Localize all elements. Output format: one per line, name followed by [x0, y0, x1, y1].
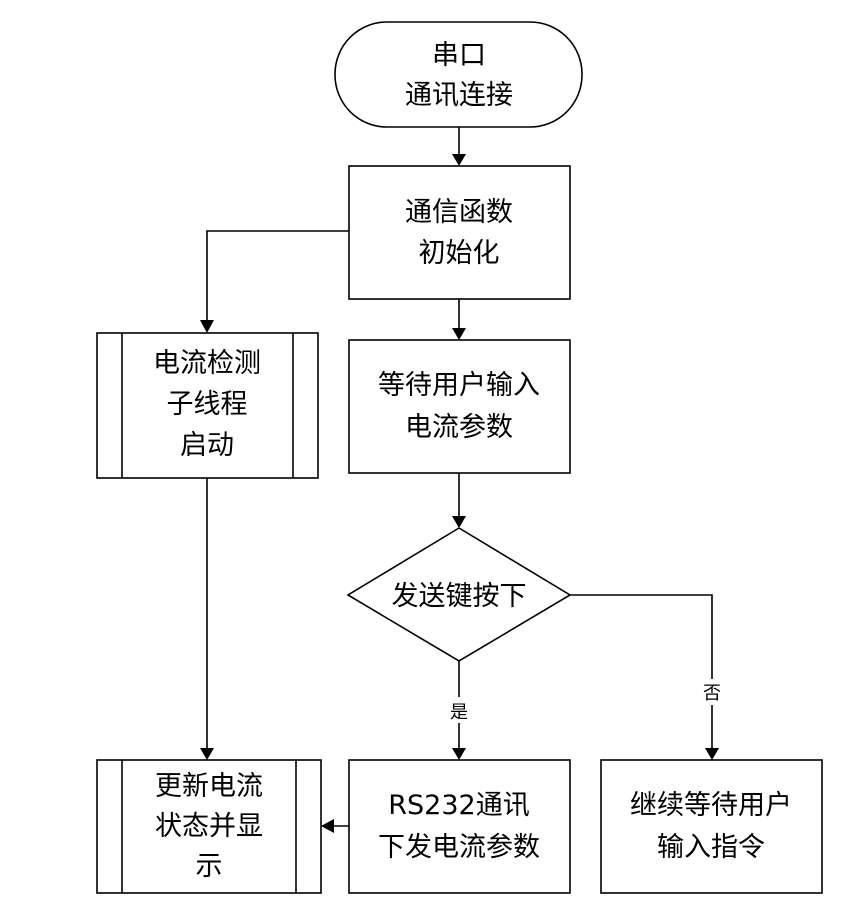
node-continue-wait-line-1: 继续等待用户: [630, 790, 792, 821]
node-continue-wait: 继续等待用户 输入指令: [600, 759, 823, 894]
node-start-line-1: 串口: [432, 40, 486, 71]
node-detect-thread-line-3: 启动: [180, 430, 234, 461]
process-shape: [348, 339, 571, 474]
arrowhead-update-display: [200, 748, 214, 760]
edge-label-no: 否: [703, 683, 721, 704]
node-update-display: 更新电流 状态并显 示: [96, 759, 322, 894]
node-detect-thread-line-1: 电流检测: [153, 348, 261, 379]
node-start-line-2: 通讯连接: [405, 80, 513, 111]
node-init-line-1: 通信函数: [405, 197, 513, 228]
node-rs232-send-line-1: RS232通讯: [388, 790, 529, 821]
decision-shape: [346, 527, 572, 662]
node-update-display-line-2: 状态并显: [155, 811, 263, 842]
node-update-display-line-3: 示: [196, 851, 223, 882]
node-detect-thread-line-2: 子线程: [167, 389, 248, 420]
node-rs232-send-line-2: 下发电流参数: [378, 832, 540, 863]
edge-init-to-detect-thread: [206, 230, 349, 322]
edges: [200, 127, 719, 833]
edge-label-no-bg: [701, 679, 723, 705]
process-shape: [348, 165, 571, 300]
node-send-key: 发送键按下: [346, 527, 572, 662]
node-send-key-line-1: 发送键按下: [392, 581, 527, 612]
node-rs232-send: RS232通讯 下发电流参数: [348, 759, 571, 894]
node-continue-wait-line-2: 输入指令: [657, 832, 765, 863]
node-wait-input-line-2: 电流参数: [405, 412, 513, 443]
terminator-shape: [334, 21, 583, 128]
process-shape: [600, 759, 823, 894]
node-update-display-line-1: 更新电流: [155, 771, 263, 802]
node-init: 通信函数 初始化: [348, 165, 571, 300]
edge-label-yes-bg: [448, 697, 470, 723]
node-start: 串口 通讯连接: [334, 21, 583, 128]
arrowhead-rs232-send: [452, 748, 466, 760]
node-wait-input-line-1: 等待用户输入: [378, 370, 540, 401]
arrowhead-continue-wait: [705, 748, 719, 760]
arrowhead-init: [452, 154, 466, 166]
edge-send-key-no: [570, 594, 713, 750]
node-wait-input: 等待用户输入 电流参数: [348, 339, 571, 474]
predefined-process-shape: [96, 759, 322, 894]
process-shape: [348, 759, 571, 894]
arrowhead-detect-thread: [200, 320, 214, 333]
arrowhead-wait-input: [452, 328, 466, 340]
arrowhead-send-key: [452, 516, 466, 528]
node-init-line-2: 初始化: [419, 238, 500, 269]
arrowhead-update-display-left: [321, 819, 334, 833]
node-detect-thread: 电流检测 子线程 启动: [96, 332, 319, 479]
edge-label-yes: 是: [450, 702, 468, 723]
predefined-process-shape: [96, 332, 319, 479]
